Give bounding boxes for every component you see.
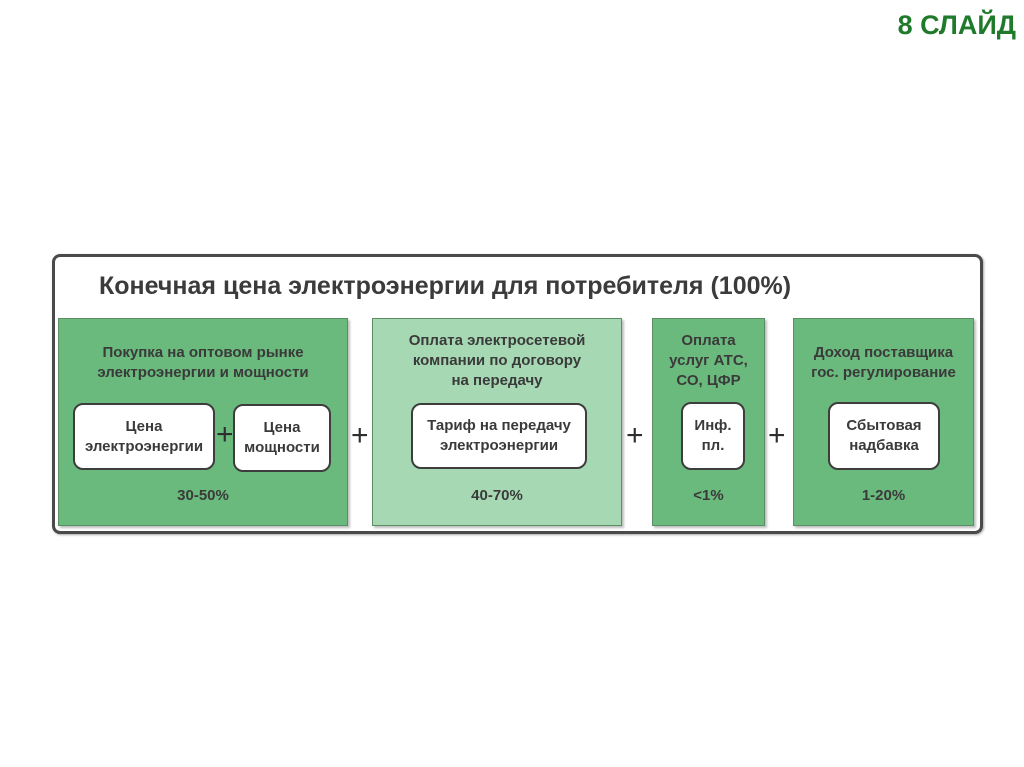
plus-sign: + <box>216 418 234 451</box>
panel-wholesale-market: Покупка на оптовом рынке электроэнергии … <box>58 318 348 526</box>
panel-heading: Покупка на оптовом рынке электроэнергии … <box>97 344 309 381</box>
plus-sign: + <box>626 419 644 452</box>
box-sales-markup: Сбытовая надбавка <box>828 402 940 470</box>
percent-share: 1-20% <box>861 487 906 504</box>
panel-supplier-income: Доход поставщика гос. регулирование Сбыт… <box>793 318 974 526</box>
plus-sign: + <box>351 419 369 452</box>
percent-share: 40-70% <box>471 487 523 504</box>
diagram-title: Конечная цена электроэнергии для потреби… <box>99 272 792 300</box>
panel-grid-company: Оплата электросетевой компании по догово… <box>372 318 622 526</box>
panel-heading: Оплата электросетевой компании по догово… <box>408 332 586 389</box>
percent-share: 30-50% <box>177 487 229 504</box>
box-transmission-tariff: Тариф на передачу электроэнергии <box>411 403 587 469</box>
panel-heading: Доход поставщика гос. регулирование <box>811 344 956 381</box>
plus-sign: + <box>768 419 786 452</box>
box-electricity-price: Цена электроэнергии <box>73 403 215 470</box>
slide-number-label: 8 СЛАЙД <box>897 10 1016 40</box>
panel-heading: Оплата услуг АТС, СО, ЦФР <box>669 332 748 389</box>
box-capacity-price: Цена мощности <box>233 404 331 472</box>
percent-share: <1% <box>693 487 724 504</box>
panel-ats-services: Оплата услуг АТС, СО, ЦФР Инф. пл. <1% <box>652 318 765 526</box>
box-infrastructure-fee: Инф. пл. <box>681 402 745 470</box>
